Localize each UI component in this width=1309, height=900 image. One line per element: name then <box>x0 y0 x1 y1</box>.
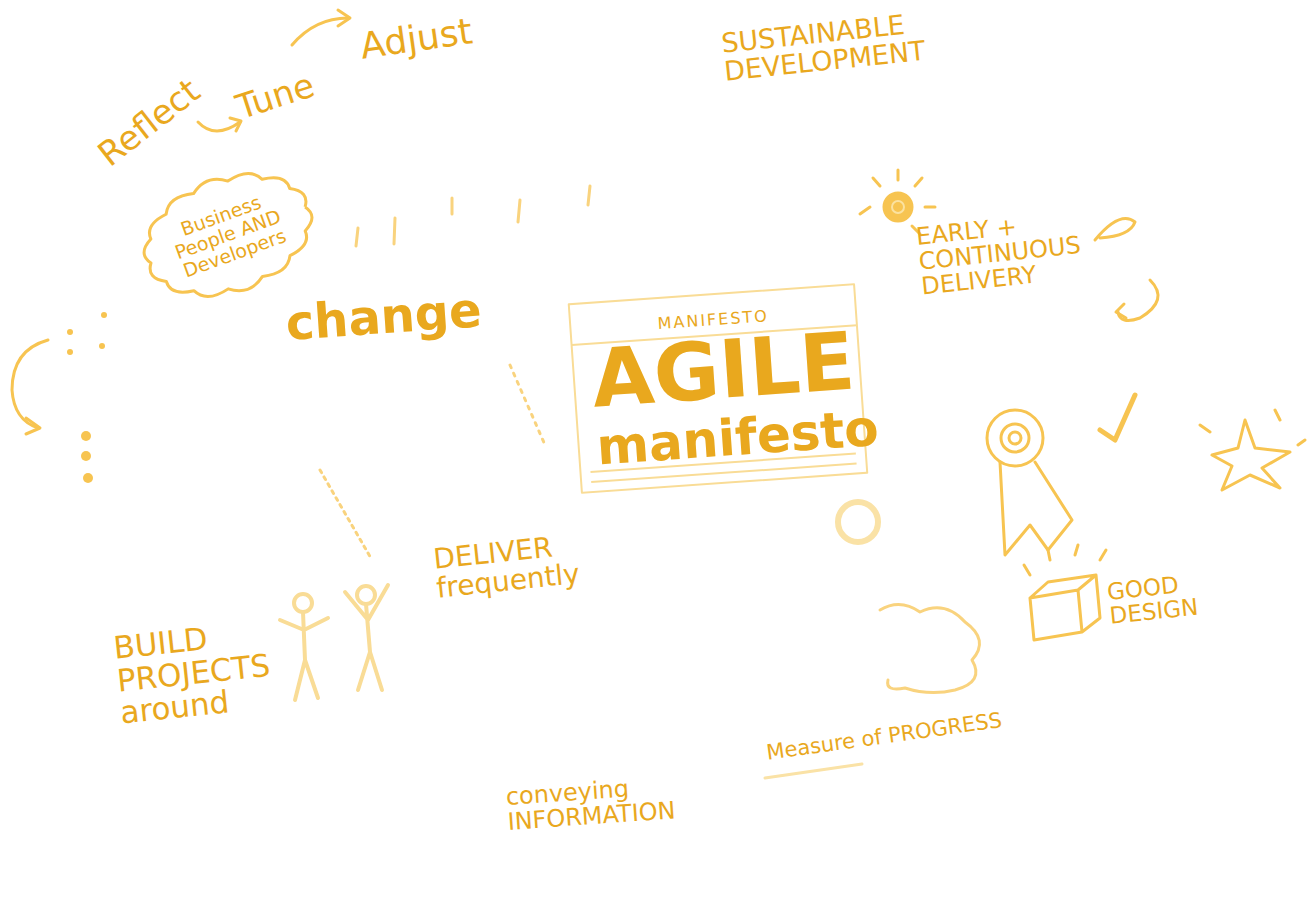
check-mark <box>1100 395 1135 440</box>
person-figure <box>294 594 312 612</box>
design-cube <box>1030 575 1100 640</box>
award-ribbon <box>987 410 1043 466</box>
award-ribbon-inner <box>1001 424 1029 452</box>
principle-label: GOOD DESIGN <box>1106 566 1240 628</box>
person-figure <box>357 586 375 604</box>
step-word: Adjust <box>358 12 475 65</box>
motion-streaks <box>356 186 590 246</box>
swirl-arrow <box>1095 219 1135 240</box>
cycle-arrow <box>12 340 48 428</box>
award-tails <box>1000 462 1072 555</box>
dotted-streak <box>320 470 372 560</box>
flow-arrow <box>292 18 348 45</box>
award-ribbon-core <box>1009 432 1021 444</box>
underline <box>765 764 862 778</box>
swirl-arrow <box>1118 280 1158 320</box>
sun-icon <box>884 193 912 221</box>
star-icon <box>1212 420 1290 490</box>
dotted-streak <box>510 365 545 445</box>
manifesto-page: MANIFESTOAGILEmanifesto <box>569 284 868 493</box>
arrow-head <box>230 118 241 131</box>
sun-core <box>892 201 904 213</box>
idea-cloud: Business People AND Developers <box>128 153 328 317</box>
step-word: Reflect <box>92 73 206 173</box>
principle-label: DELIVER frequently <box>432 527 612 604</box>
step-word: Tune <box>232 67 319 126</box>
person-figure <box>280 612 328 700</box>
arrow-head <box>338 10 350 26</box>
dots <box>67 312 107 483</box>
person-figure <box>345 585 388 690</box>
arrow-head <box>1116 304 1126 318</box>
principle-label: conveying INFORMATION <box>505 769 738 835</box>
arrow-head <box>26 418 40 434</box>
thought-cloud <box>880 604 980 692</box>
principle-label: Measure of PROGRESS <box>765 709 1003 764</box>
clock-icon <box>838 502 878 542</box>
principle-label: SUSTAINABLE DEVELOPMENT <box>720 1 1004 87</box>
principle-word: change <box>284 284 483 348</box>
star-rays <box>1200 410 1305 445</box>
principle-label: EARLY + CONTINUOUS DELIVERY <box>915 204 1122 300</box>
cloud-text: Business People AND Developers <box>161 186 294 283</box>
principle-label: BUILD PROJECTS around <box>112 611 326 730</box>
cube-rays <box>1024 545 1106 575</box>
flow-arrow <box>198 122 240 131</box>
